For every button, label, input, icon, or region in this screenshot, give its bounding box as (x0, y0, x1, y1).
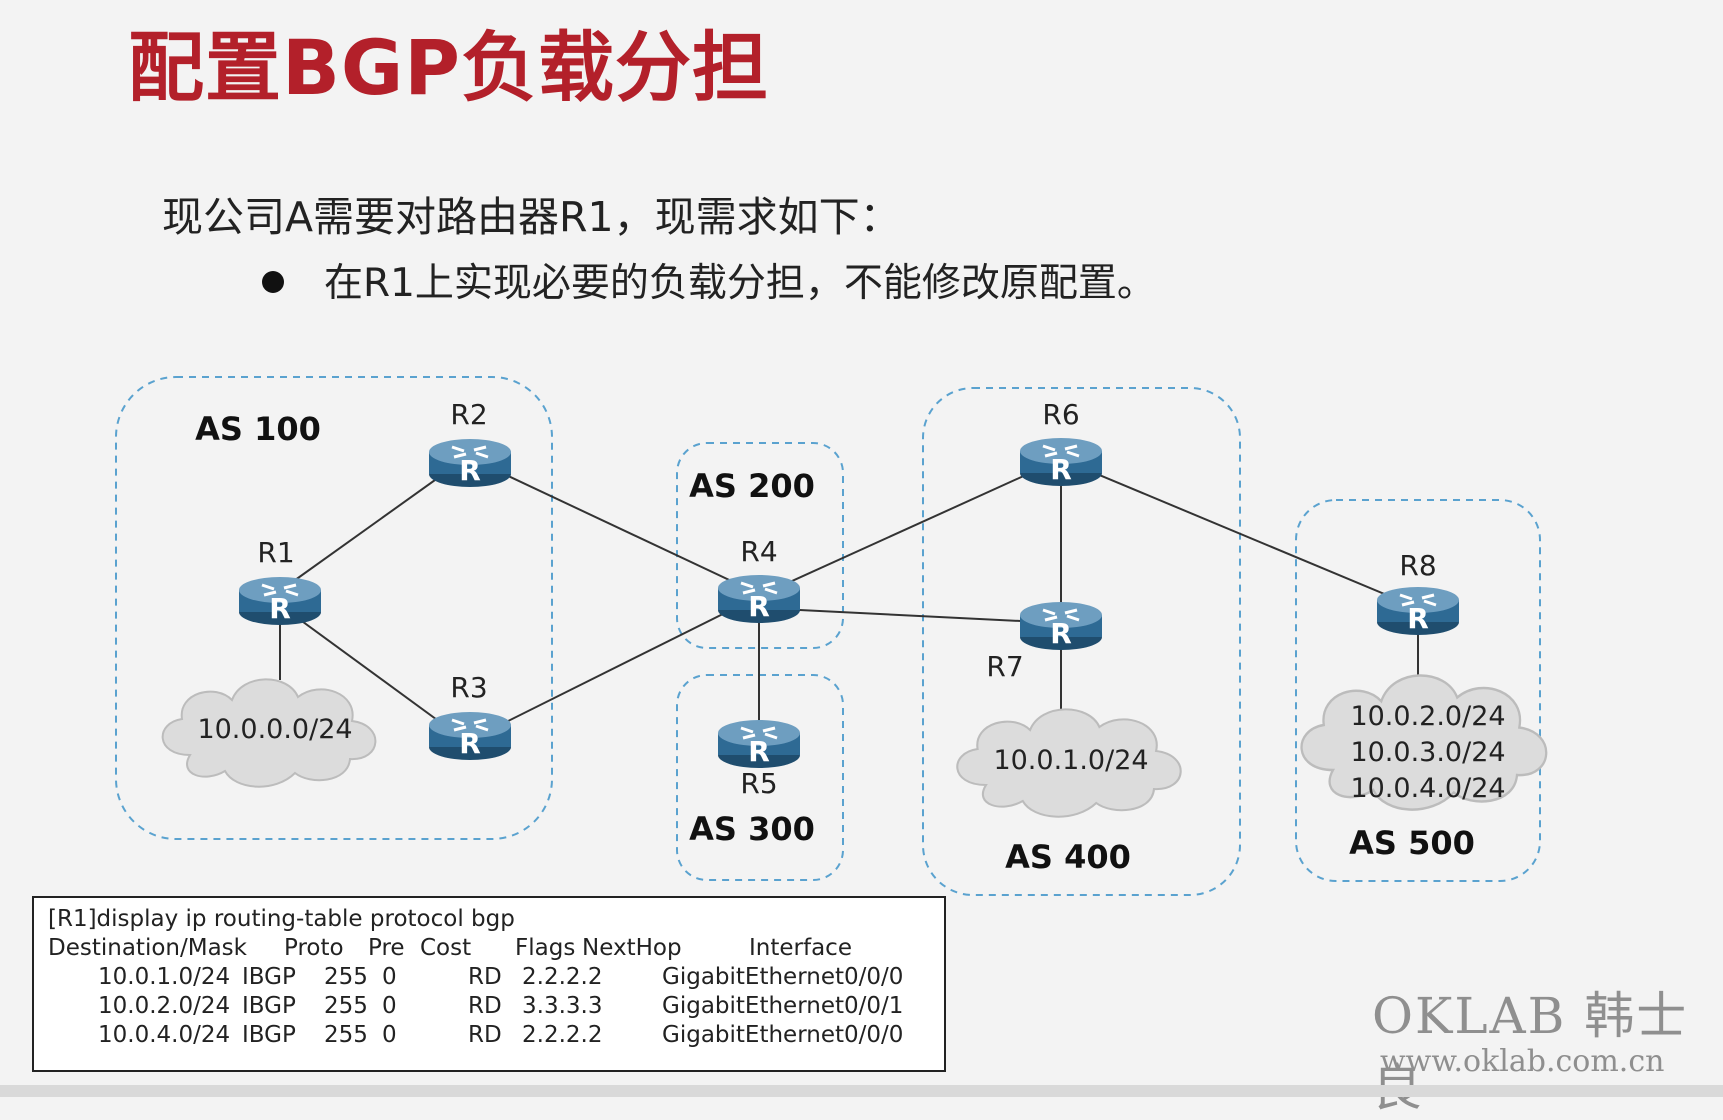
row1-flags: RD (468, 964, 502, 990)
row1-interface: GigabitEthernet0/0/0 (662, 964, 904, 990)
row3-nexthop: 2.2.2.2 (522, 1022, 603, 1048)
row3-interface: GigabitEthernet0/0/0 (662, 1022, 904, 1048)
network-label-as500-3: 10.0.4.0/24 (1350, 773, 1505, 804)
router-icon-letter: R (748, 590, 770, 623)
bullet-dot-icon (262, 270, 284, 293)
row2-interface: GigabitEthernet0/0/1 (662, 993, 904, 1019)
row2-nexthop: 3.3.3.3 (522, 993, 603, 1019)
header-destination: Destination/Mask (48, 935, 247, 961)
header-flags: Flags (515, 935, 576, 961)
slide-title: 配置BGP负载分担 (128, 23, 770, 112)
router-label-r3: R3 (450, 671, 487, 704)
row1-nexthop: 2.2.2.2 (522, 964, 603, 990)
command-line: [R1]display ip routing-table protocol bg… (48, 906, 515, 932)
router-r3: R (427, 710, 513, 762)
router-label-r5: R5 (740, 767, 777, 800)
router-label-r4: R4 (740, 535, 777, 568)
as-label-100: AS 100 (195, 410, 321, 448)
link-r3-r4 (469, 595, 760, 741)
as-label-300: AS 300 (689, 810, 815, 848)
header-cost: Cost (420, 935, 472, 961)
network-topology: R R R R R R R R R1 R2 R3 R4 R5 R6 R7 R8 … (115, 376, 1548, 896)
router-icon-letter: R (459, 454, 481, 487)
link-r4-r6 (758, 458, 1062, 597)
watermark-url: www.oklab.com.cn (1380, 1044, 1665, 1079)
router-label-r2: R2 (450, 398, 487, 431)
row2-pre: 255 (324, 993, 368, 1019)
router-icon-letter: R (1050, 617, 1072, 650)
router-r4: R (716, 573, 802, 625)
routing-table-output: [R1]display ip routing-table protocol bg… (32, 896, 946, 1072)
header-interface: Interface (749, 935, 852, 961)
row2-flags: RD (468, 993, 502, 1019)
router-icon-letter: R (269, 592, 291, 625)
link-r2-r4 (469, 457, 760, 595)
header-pre: Pre (368, 935, 405, 961)
row3-cost: 0 (382, 1022, 397, 1048)
row3-pre: 255 (324, 1022, 368, 1048)
header-nexthop: NextHop (582, 935, 682, 961)
as-label-200: AS 200 (689, 467, 815, 505)
row2-cost: 0 (382, 993, 397, 1019)
row3-flags: RD (468, 1022, 502, 1048)
router-r1: R (237, 575, 323, 627)
as-label-400: AS 400 (1005, 838, 1131, 876)
as200-border (676, 442, 844, 649)
as-label-500: AS 500 (1349, 824, 1475, 862)
link-r6-r8 (1060, 458, 1419, 609)
row2-proto: IBGP (242, 993, 296, 1019)
router-label-r1: R1 (257, 536, 294, 569)
requirement-bullet: 在R1上实现必要的负载分担，不能修改原配置。 (262, 252, 1156, 308)
row1-cost: 0 (382, 964, 397, 990)
network-label-as400: 10.0.1.0/24 (993, 745, 1148, 776)
requirement-text: 在R1上实现必要的负载分担，不能修改原配置。 (324, 261, 1156, 306)
router-label-r8: R8 (1399, 549, 1436, 582)
as400-border (922, 387, 1241, 896)
router-icon-letter: R (748, 735, 770, 768)
router-icon-letter: R (1050, 453, 1072, 486)
router-r2: R (427, 437, 513, 489)
row3-destination: 10.0.4.0/24 (98, 1022, 231, 1048)
link-r4-r7 (758, 607, 1062, 624)
router-label-r7: R7 (986, 650, 1023, 683)
router-r8: R (1375, 585, 1461, 637)
row1-pre: 255 (324, 964, 368, 990)
intro-text: 现公司A需要对路由器R1，现需求如下： (162, 193, 901, 241)
router-icon-letter: R (1407, 602, 1429, 635)
row1-destination: 10.0.1.0/24 (98, 964, 231, 990)
row1-proto: IBGP (242, 964, 296, 990)
router-r6: R (1018, 436, 1104, 488)
router-r5: R (716, 718, 802, 770)
network-label-as500-1: 10.0.2.0/24 (1350, 701, 1505, 732)
as100-border (115, 376, 553, 840)
router-r7: R (1018, 600, 1104, 652)
header-proto: Proto (284, 935, 344, 961)
router-icon-letter: R (459, 727, 481, 760)
network-label-as500-2: 10.0.3.0/24 (1350, 737, 1505, 768)
router-label-r6: R6 (1042, 398, 1079, 431)
row2-destination: 10.0.2.0/24 (98, 993, 231, 1019)
row3-proto: IBGP (242, 1022, 296, 1048)
bottom-bar (0, 1085, 1723, 1097)
network-label-as100: 10.0.0.0/24 (197, 714, 352, 745)
as500-border (1295, 499, 1541, 882)
